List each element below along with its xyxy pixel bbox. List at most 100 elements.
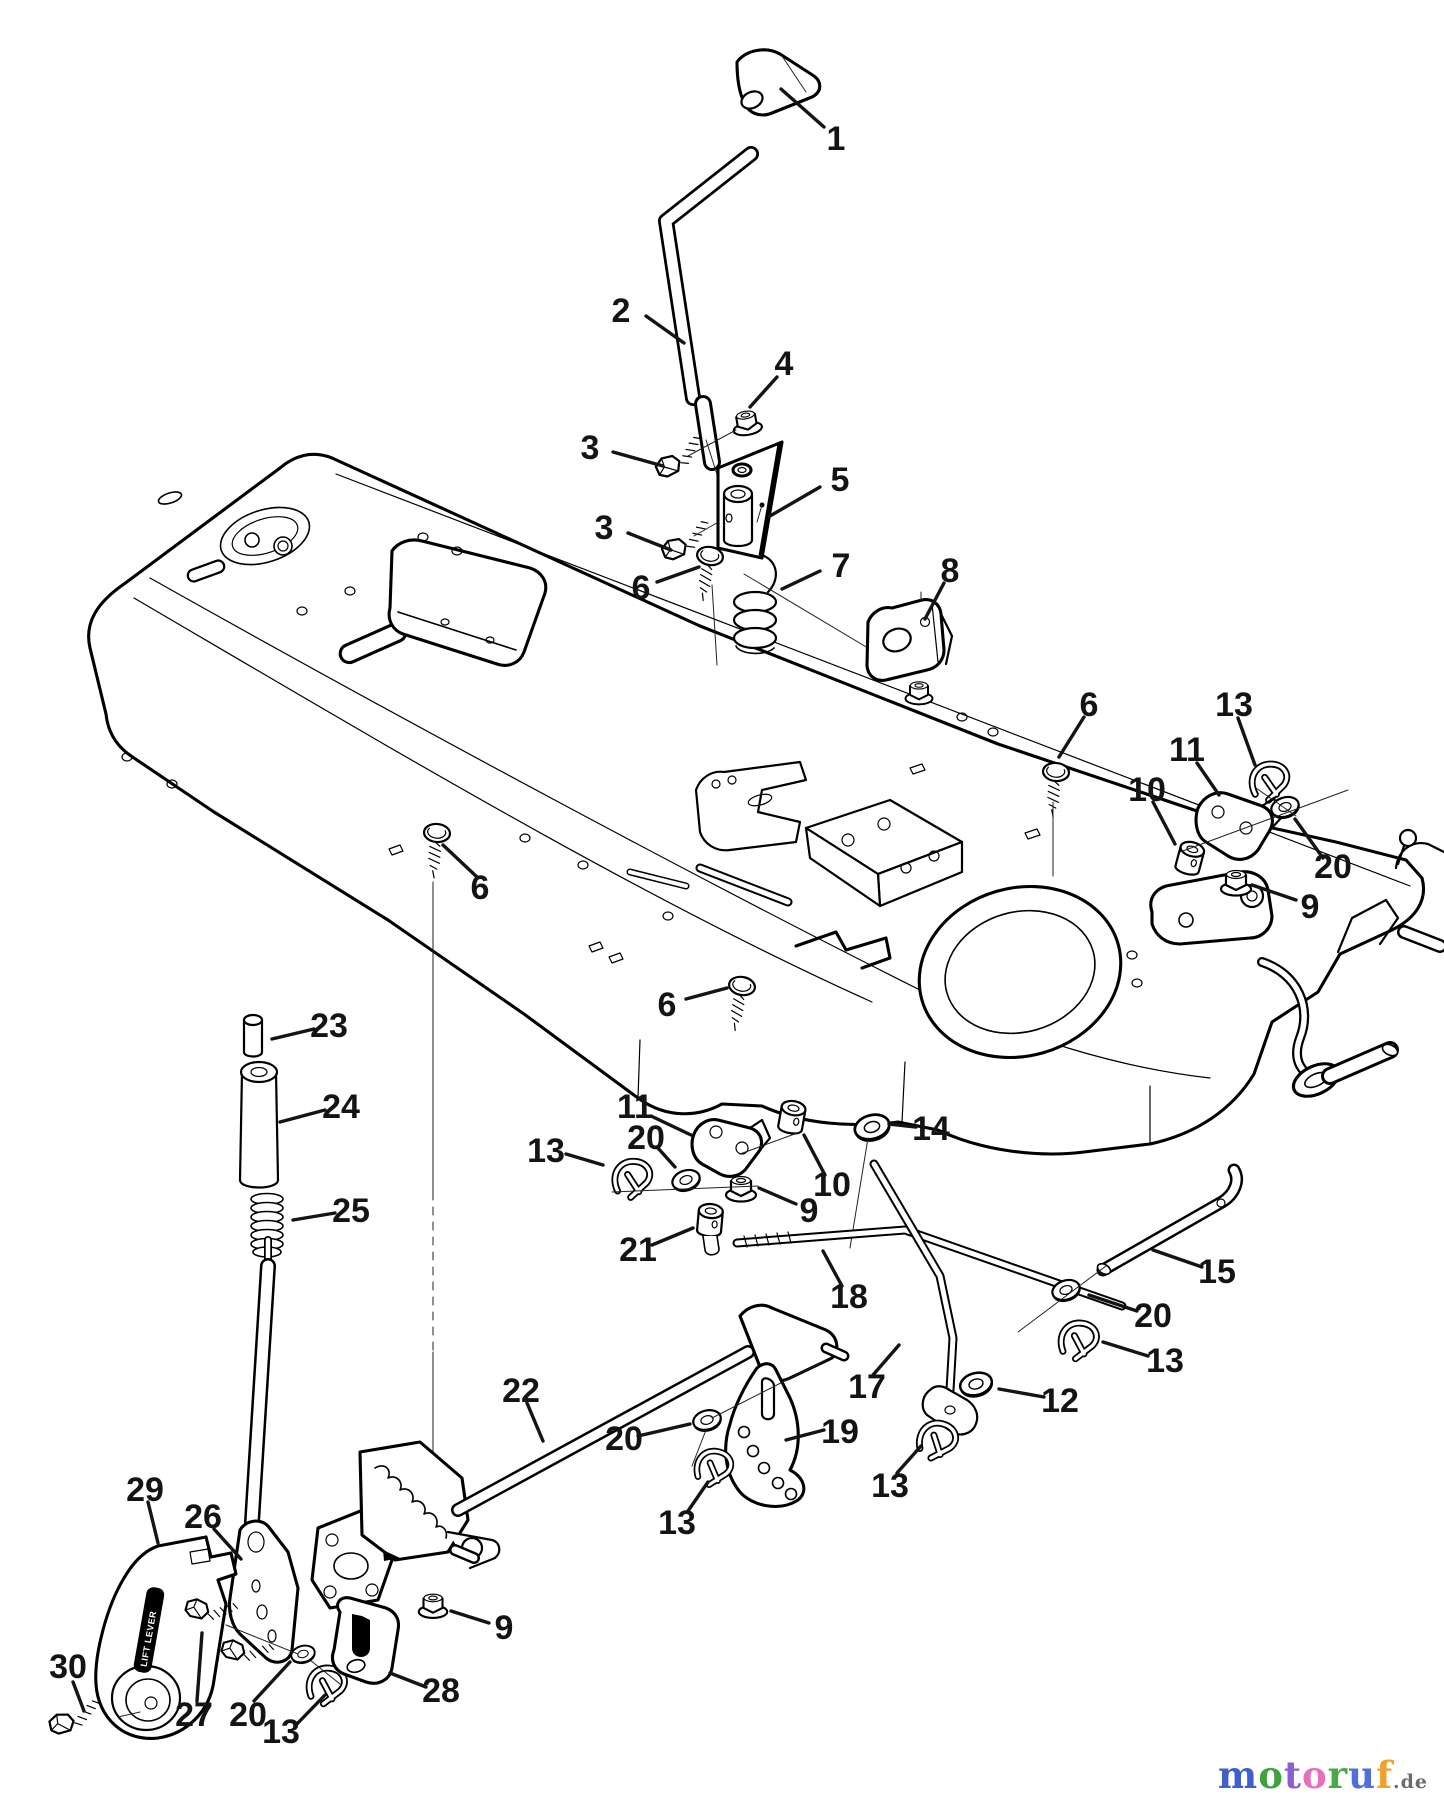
deck-center-bracket <box>626 760 964 970</box>
part-number-label: 3 <box>581 429 600 467</box>
callout-13-10: 13 <box>1215 686 1257 767</box>
callout-leader-line <box>887 1122 918 1129</box>
logo-letter: t <box>1283 1753 1302 1797</box>
bracket-28 <box>330 1596 401 1685</box>
part-number-label: 5 <box>831 461 850 499</box>
callout-leader-line <box>895 1444 923 1475</box>
callout-9-25: 9 <box>757 1186 819 1230</box>
hook-pin-13c <box>1057 1319 1099 1363</box>
hex-bolt-3-upper <box>649 434 710 481</box>
motoruf-logo[interactable]: motoruf.de <box>1218 1757 1428 1794</box>
callout-9-40: 9 <box>449 1609 514 1647</box>
part-number-label: 6 <box>632 569 651 607</box>
lift-handle-rod <box>658 146 759 471</box>
logo-suffix: .de <box>1393 1771 1428 1793</box>
callout-20-36: 20 <box>605 1420 692 1458</box>
part-number-label: 13 <box>1215 686 1253 724</box>
callout-leader-line <box>611 450 665 468</box>
callout-29-38: 29 <box>126 1471 164 1545</box>
callout-17-31: 17 <box>848 1343 901 1406</box>
flange-nut-under-8 <box>904 680 934 706</box>
callout-leader-line <box>779 87 826 129</box>
lift-handle-knob <box>735 48 822 117</box>
part-number-label: 19 <box>821 1413 859 1451</box>
callout-leader-line <box>626 531 673 552</box>
part-number-label: 20 <box>605 1420 643 1458</box>
part-number-label: 13 <box>658 1504 696 1542</box>
part-number-label: 20 <box>1314 848 1352 886</box>
callout-leader-line <box>650 1226 695 1247</box>
part-number-label: 4 <box>775 345 794 383</box>
part-number-label: 10 <box>813 1166 851 1204</box>
callout-leader-line <box>636 1422 692 1438</box>
callout-leader-line <box>1057 715 1086 759</box>
hook-pin-13d <box>692 1446 734 1489</box>
callout-leader-line <box>784 1428 826 1442</box>
part-number-label: 9 <box>495 1609 514 1647</box>
callout-leader-line <box>923 581 946 621</box>
part-number-label: 1 <box>827 120 846 158</box>
callout-leader-line <box>1195 761 1221 797</box>
part-number-label: 2 <box>612 292 631 330</box>
part-number-label: 7 <box>832 547 851 585</box>
callout-leader-line <box>871 1343 901 1377</box>
callout-leader-line <box>252 1660 292 1703</box>
part-number-label: 9 <box>800 1192 819 1230</box>
part-number-label: 13 <box>871 1467 909 1505</box>
callout-leader-line <box>1250 883 1298 902</box>
screw-6a <box>688 543 726 604</box>
callout-6-15: 6 <box>441 843 490 907</box>
part-number-label: 30 <box>49 1648 87 1686</box>
part-number-label: 6 <box>471 869 490 907</box>
part-number-label: 24 <box>322 1088 360 1126</box>
part-number-label: 26 <box>184 1498 222 1536</box>
part-number-label: 13 <box>527 1132 565 1170</box>
callout-leader-line <box>1101 1340 1150 1358</box>
pivot-bracket-5 <box>716 440 784 560</box>
callout-18-27: 18 <box>821 1249 868 1316</box>
part-number-label: 9 <box>1301 888 1320 926</box>
callout-leader-line <box>146 1500 160 1545</box>
latch-plate-11b <box>690 1118 772 1178</box>
callout-14-23: 14 <box>887 1110 950 1148</box>
callout-leader-line <box>71 1680 86 1713</box>
callout-2-1: 2 <box>612 292 686 345</box>
callout-leader-line <box>686 1480 710 1513</box>
washer-20b <box>668 1165 704 1196</box>
callout-20-29: 20 <box>1087 1293 1172 1335</box>
part-number-label: 10 <box>1128 771 1166 809</box>
logo-letter: f <box>1376 1753 1393 1797</box>
callout-leader-line <box>768 485 822 518</box>
adjust-rod-18 <box>732 1225 1127 1311</box>
callout-10-12: 10 <box>1128 771 1177 846</box>
callout-13-37: 13 <box>658 1480 710 1542</box>
callout-20-21: 20 <box>627 1119 677 1169</box>
part-number-label: 28 <box>422 1672 460 1710</box>
callout-leader-line <box>293 1693 327 1728</box>
callout-11-11: 11 <box>1169 731 1221 797</box>
callout-9-14: 9 <box>1250 883 1320 926</box>
callout-26-39: 26 <box>184 1498 243 1561</box>
callout-4-2: 4 <box>748 345 794 409</box>
callout-leader-line <box>1151 1248 1204 1269</box>
callout-6-7: 6 <box>632 565 701 607</box>
callout-8-8: 8 <box>923 552 959 621</box>
callout-leader-line <box>821 1249 844 1288</box>
callout-leader-line <box>388 1671 428 1689</box>
callout-5-4: 5 <box>768 461 850 518</box>
latch-plate-11a <box>1194 791 1283 861</box>
lift-link-22 <box>451 1303 850 1517</box>
callout-25-19: 25 <box>291 1192 370 1230</box>
callout-23-17: 23 <box>270 1007 348 1045</box>
callout-leader-line <box>270 1027 316 1041</box>
part-number-label: 18 <box>830 1278 868 1316</box>
callout-leader-line <box>291 1211 337 1222</box>
part-number-label: 20 <box>627 1119 665 1157</box>
part-number-label: 25 <box>332 1192 370 1230</box>
lift-rod-15 <box>1096 1163 1243 1277</box>
logo-letter: r <box>1327 1753 1349 1797</box>
callout-leader-line <box>195 1631 204 1703</box>
part-number-label: 6 <box>658 986 677 1024</box>
